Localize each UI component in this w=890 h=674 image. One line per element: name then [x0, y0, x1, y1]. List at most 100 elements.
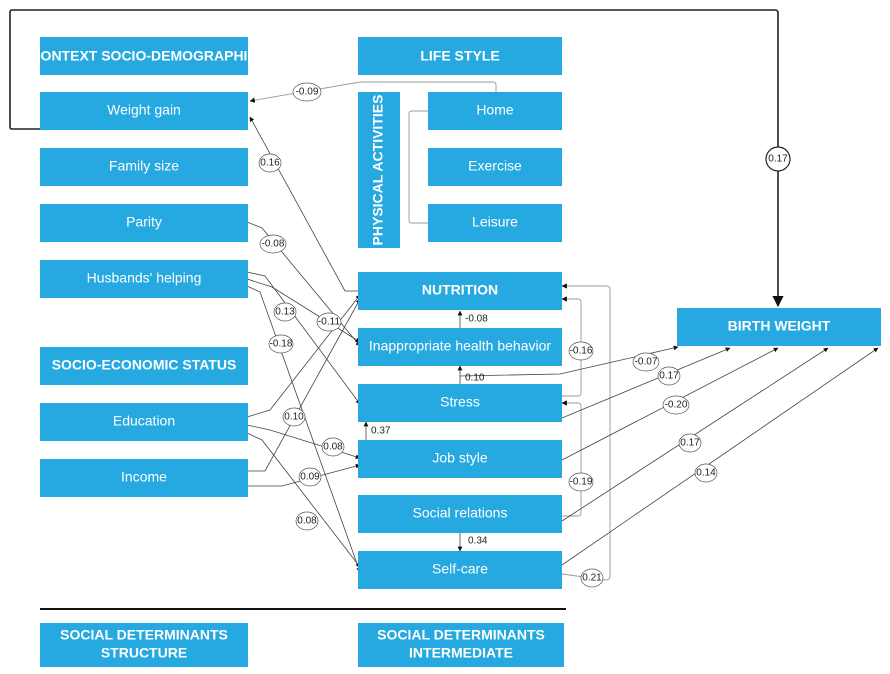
node-label: Leisure — [472, 214, 518, 230]
node-label: LIFE STYLE — [420, 48, 499, 64]
edge-selfcare-nutrition — [561, 283, 611, 581]
node-home: Home — [428, 92, 562, 130]
node-weight-gain: Weight gain — [40, 92, 248, 130]
node-label: Stress — [440, 394, 480, 410]
node-family-size: Family size — [40, 148, 248, 186]
edge-home-weightgain — [249, 81, 497, 112]
coef-social-selfcare: 0.34 — [468, 536, 488, 547]
edge-socialrelations-birthweight — [561, 347, 829, 522]
node-label: NUTRITION — [422, 282, 498, 298]
coef-education-nutrition: 0.10 — [282, 407, 306, 427]
node-physical-activities: PHYSICAL ACTIVITIES — [358, 92, 400, 248]
edge-selfcare-birthweight — [561, 347, 879, 566]
svg-text:-0.16: -0.16 — [570, 346, 593, 357]
coef-husband-inappropriate: -0.11 — [316, 312, 342, 332]
coef-parity-inappropriate: -0.08 — [259, 234, 287, 254]
node-husbands-helping: Husbands' helping — [40, 260, 248, 298]
edge-parity-inappropriate — [246, 221, 361, 347]
node-label: Inappropriate health behavior — [369, 338, 551, 354]
node-label: CONTEXT SOCIO-DEMOGRAPHIC — [30, 48, 257, 64]
node-label: BIRTH WEIGHT — [728, 318, 831, 334]
edge-nutrition-weightgain — [249, 116, 360, 292]
node-self-care: Self-care — [358, 551, 562, 589]
svg-text:0.17: 0.17 — [659, 371, 679, 382]
edge-husband-inappropriate — [246, 278, 361, 343]
node-income: Income — [40, 459, 248, 497]
edge-education-jobstyle — [246, 424, 361, 460]
node-label: SOCIO-ECONOMIC STATUS — [52, 357, 237, 373]
svg-text:-0.18: -0.18 — [270, 339, 293, 350]
node-education: Education — [40, 403, 248, 441]
svg-text:0.21: 0.21 — [582, 573, 602, 584]
svg-text:-0.11: -0.11 — [318, 317, 340, 328]
coef-income-jobstyle: 0.09 — [298, 467, 322, 487]
edge-income-jobstyle — [247, 463, 361, 487]
node-label: Exercise — [468, 158, 522, 174]
coef-stress-nutrition: -0.16 — [568, 341, 594, 361]
coef-selfcare-birthweight: 0.14 — [694, 463, 718, 483]
coef-social-stress: -0.19 — [568, 472, 594, 492]
legend-line-2: STRUCTURE — [101, 645, 187, 661]
node-job-style: Job style — [358, 440, 562, 478]
svg-text:0.34: 0.34 — [468, 536, 488, 547]
coef-home-weightgain: -0.09 — [292, 82, 322, 102]
svg-text:0.10: 0.10 — [284, 412, 304, 423]
node-parity: Parity — [40, 204, 248, 242]
svg-text:-0.08: -0.08 — [262, 239, 285, 250]
legend-line-2: INTERMEDIATE — [409, 645, 513, 661]
coef-nutrition-weightgain: 0.16 — [258, 153, 282, 173]
edge-education-selfcare — [246, 432, 361, 568]
node-exercise: Exercise — [428, 148, 562, 186]
svg-text:0.37: 0.37 — [371, 426, 391, 437]
coef-weightgain-birthweight: 0.17 — [765, 146, 791, 172]
node-label: Income — [121, 469, 167, 485]
edge-social-stress — [561, 400, 582, 517]
edge-husband-selfcare — [246, 285, 361, 573]
node-label: Family size — [109, 158, 179, 174]
coef-socialrelations-birthweight: 0.17 — [678, 433, 702, 453]
node-birth-weight: BIRTH WEIGHT — [677, 308, 881, 346]
coef-education-selfcare: 0.08 — [295, 511, 319, 531]
coef-husband-stress: 0.13 — [273, 302, 297, 322]
edge-income-nutrition — [247, 298, 361, 472]
svg-text:-0.20: -0.20 — [665, 400, 688, 411]
svg-text:0.13: 0.13 — [275, 307, 295, 318]
coef-jobstyle-birthweight: -0.20 — [662, 395, 690, 415]
svg-text:0.08: 0.08 — [297, 516, 317, 527]
legend-social-determinants-structure: SOCIAL DETERMINANTS STRUCTURE — [40, 623, 248, 667]
node-label: PHYSICAL ACTIVITIES — [370, 95, 386, 246]
node-label: Job style — [432, 450, 487, 466]
node-social-relations: Social relations — [358, 495, 562, 533]
node-leisure: Leisure — [428, 204, 562, 242]
edge-education-nutrition — [246, 294, 361, 418]
coef-inappropriate-nutrition: -0.08 — [465, 314, 488, 325]
node-stress: Stress — [358, 384, 562, 422]
node-nutrition: NUTRITION — [358, 272, 562, 310]
svg-text:0.17: 0.17 — [768, 154, 788, 165]
edge-weightgain-birthweight — [9, 9, 784, 308]
node-label: Parity — [126, 214, 162, 230]
edge-stress-birthweight — [561, 347, 731, 419]
svg-text:-0.07: -0.07 — [635, 357, 658, 368]
svg-text:0.14: 0.14 — [696, 468, 716, 479]
coef-stress-inappropriate: 0.10 — [465, 373, 485, 384]
legend-line-1: SOCIAL DETERMINANTS — [377, 627, 545, 643]
svg-text:0.09: 0.09 — [300, 472, 320, 483]
node-socio-economic-status: SOCIO-ECONOMIC STATUS — [40, 347, 248, 385]
edge-husband-stress — [246, 271, 361, 405]
node-label: Education — [113, 413, 175, 429]
svg-text:0.16: 0.16 — [260, 158, 280, 169]
node-context-socio-demographic: CONTEXT SOCIO-DEMOGRAPHIC — [30, 37, 258, 75]
svg-text:-0.19: -0.19 — [570, 477, 593, 488]
coef-education-jobstyle: 0.08 — [321, 437, 345, 457]
coef-stress-birthweight: 0.17 — [657, 366, 681, 386]
legend-social-determinants-intermediate: SOCIAL DETERMINANTS INTERMEDIATE — [358, 623, 564, 667]
node-inappropriate-health-behavior: Inappropriate health behavior — [358, 328, 562, 366]
svg-text:-0.08: -0.08 — [465, 314, 488, 325]
node-label: Social relations — [413, 505, 508, 521]
physical-activities-bracket — [408, 110, 428, 224]
coef-selfcare-nutrition: 0.21 — [580, 568, 604, 588]
node-label: Husbands' helping — [87, 270, 202, 286]
svg-text:0.08: 0.08 — [323, 442, 343, 453]
